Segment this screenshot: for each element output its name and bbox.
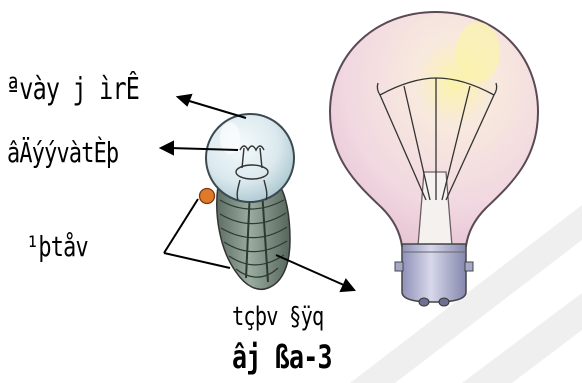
arrow-glass-head <box>178 95 191 105</box>
arrow-base-head <box>341 280 354 291</box>
figure-caption: âj ßa-3 <box>232 338 332 376</box>
line-contact-a <box>164 199 198 253</box>
line-contact-b <box>164 253 230 268</box>
arrow-filament-head <box>161 142 173 154</box>
label-filament: âÄýývàtÈþ <box>7 136 118 169</box>
label-base: tçþv §ÿq <box>232 302 323 332</box>
arrow-base <box>276 255 346 286</box>
arrow-glass <box>186 100 246 118</box>
label-glass: ªvày j ìrÊ <box>6 72 139 107</box>
label-contact: ¹þtåv <box>26 230 88 263</box>
large-bulb <box>330 12 538 306</box>
small-bulb <box>200 114 295 289</box>
